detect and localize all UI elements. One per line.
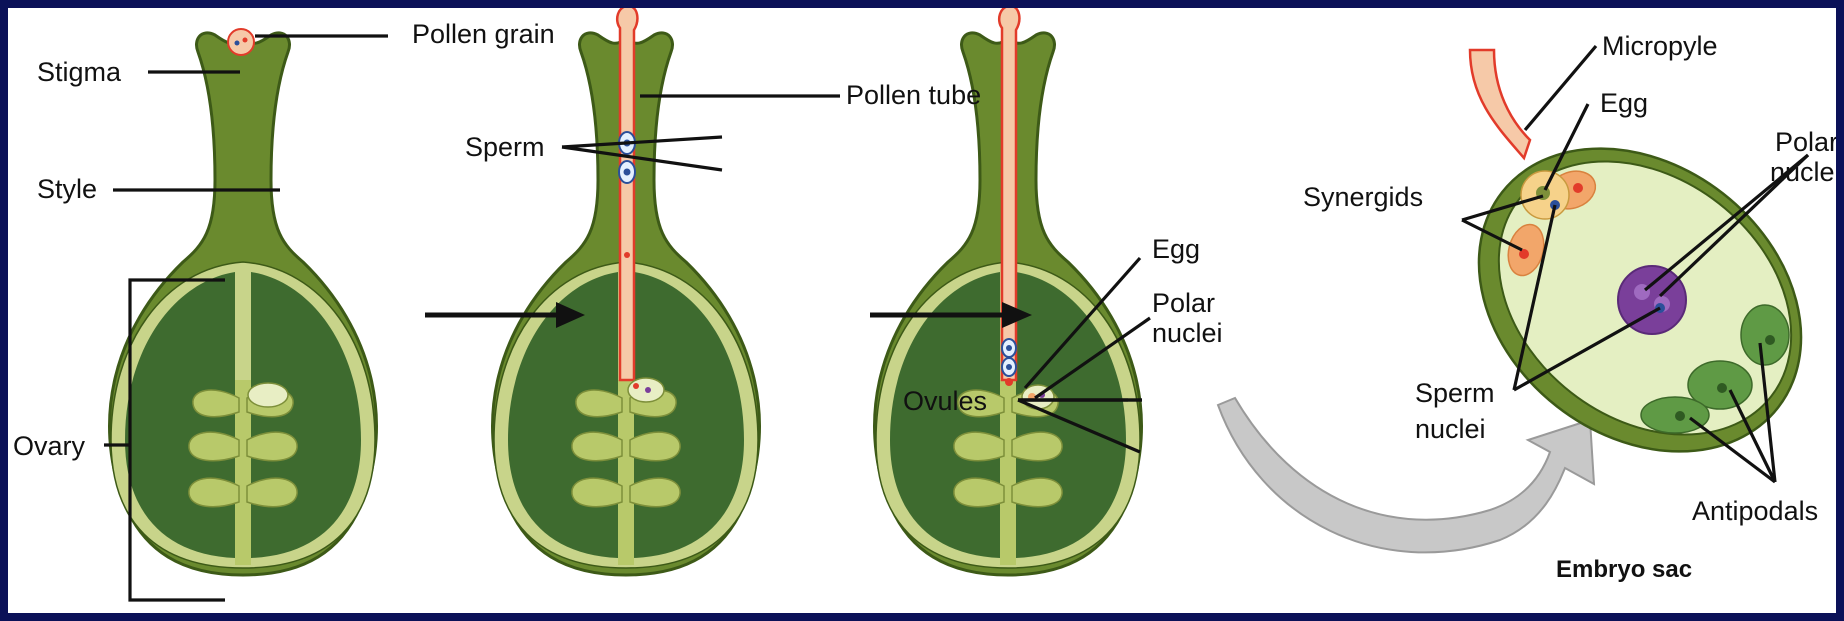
right-arrow-icon [425,302,585,328]
label-egg-detail: Egg [1600,88,1648,118]
embryo-sac-detail [1419,50,1836,514]
label-pollen-grain: Pollen grain [412,19,555,49]
label-pollen-tube: Pollen tube [846,80,981,110]
label-sperm: Sperm [465,132,545,162]
pollen-grain [228,29,254,55]
label-sperm-nuclei-1: Sperm [1415,378,1495,408]
label-synergids: Synergids [1303,182,1423,212]
carpel-panel-1 [110,29,377,575]
label-sperm-nuclei-2: nuclei [1415,414,1486,444]
label-egg: Egg [1152,234,1200,264]
label-ovary: Ovary [13,431,86,461]
label-micropyle: Micropyle [1602,31,1718,61]
label-stigma: Stigma [37,57,122,87]
label-style: Style [37,174,97,204]
label-ovules: Ovules [903,386,987,416]
label-antipodals: Antipodals [1692,496,1818,526]
pollination-diagram: Pollen grain Stigma Style Ovary Pollen t… [8,8,1836,613]
label-embryo-sac: Embryo sac [1556,556,1692,583]
ovule-sac [248,383,288,407]
label-nuclei-detail: nuclei [1770,157,1836,187]
label-polar: Polar [1152,288,1215,318]
carpel-1 [110,33,377,575]
curved-arrow-icon [1218,398,1594,552]
figure-frame: Pollen grain Stigma Style Ovary Pollen t… [8,8,1836,613]
label-nuclei: nuclei [1152,318,1223,348]
pollen-tube [617,8,637,380]
carpel-panel-2 [493,8,760,575]
label-polar-detail: Polar [1775,127,1836,157]
